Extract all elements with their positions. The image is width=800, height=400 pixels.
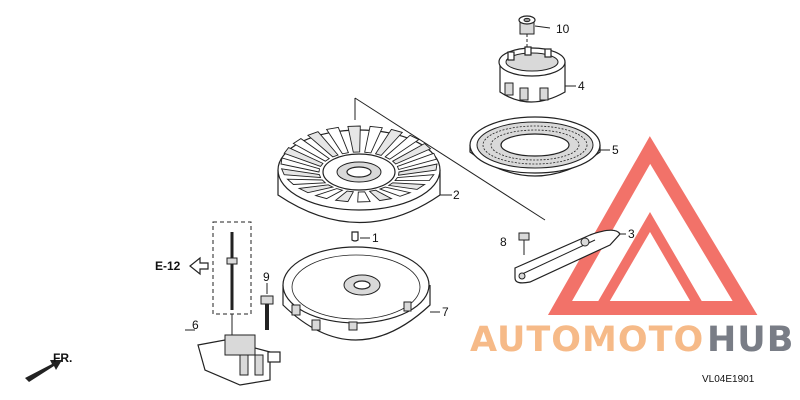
- watermark-triangle-mark: [547, 136, 758, 315]
- reference-group-e12: [189, 221, 252, 345]
- callout-9: 9: [263, 270, 270, 284]
- reference-label-e12: E-12: [155, 259, 181, 273]
- part-3-bracket: [514, 229, 626, 284]
- fan-blade: [378, 186, 412, 197]
- fan-blade: [334, 190, 355, 203]
- fan-blade: [396, 152, 438, 171]
- watermark-text-hub: HUB: [707, 320, 794, 360]
- fan-blade: [283, 147, 324, 167]
- fan-blade: [297, 184, 335, 194]
- reference-arrow-icon: [189, 256, 209, 276]
- callout-6: 6: [192, 318, 199, 332]
- callout-1: 1: [372, 231, 379, 245]
- watermark-text-automoto: AUTOMOTO: [470, 320, 704, 360]
- part-6-ignition-coil: [125, 295, 281, 386]
- watermark-logo: AUTOMOTO HUB: [470, 136, 794, 360]
- part-5-cooling-screen: [469, 116, 610, 177]
- callout-10: 10: [556, 22, 570, 36]
- fan-blade: [391, 142, 432, 165]
- fan-blade: [387, 182, 426, 190]
- diagram-code: VL04E1901: [702, 374, 755, 385]
- callout-2: 2: [453, 188, 460, 202]
- fan-blade: [307, 131, 339, 158]
- callout-8: 8: [500, 235, 507, 249]
- fan-blade: [314, 188, 344, 200]
- part-4-starter-pulley: [498, 34, 576, 103]
- part-8-bolt: [518, 232, 530, 255]
- assembly-guide-lines: [354, 97, 546, 221]
- callout-5: 5: [612, 143, 619, 157]
- front-marker-label: FR.: [53, 351, 72, 365]
- part-2-cooling-fan: [277, 125, 452, 224]
- part-7-flywheel: [282, 246, 440, 341]
- fan-blade: [374, 128, 404, 156]
- fan-blade: [280, 157, 321, 173]
- fan-blade: [286, 178, 327, 185]
- callout-4: 4: [578, 79, 585, 93]
- fan-blade: [347, 125, 361, 153]
- fan-blade: [280, 168, 322, 179]
- callout-7: 7: [442, 305, 449, 319]
- fan-blade: [325, 126, 350, 155]
- fan-blade: [364, 125, 383, 154]
- fan-blade: [368, 189, 393, 202]
- part-1-woodruff-key: [351, 231, 370, 242]
- fan-blade: [397, 163, 438, 176]
- front-arrow-icon: [25, 360, 62, 382]
- front-direction-marker: FR.: [25, 351, 72, 382]
- fan-blade: [384, 134, 420, 160]
- fan-blade: [394, 174, 435, 182]
- fan-blade: [292, 138, 330, 162]
- callout-3: 3: [628, 227, 635, 241]
- part-9-bolt: [260, 283, 274, 330]
- part-10-nut: [518, 15, 551, 35]
- fan-blade: [357, 191, 371, 203]
